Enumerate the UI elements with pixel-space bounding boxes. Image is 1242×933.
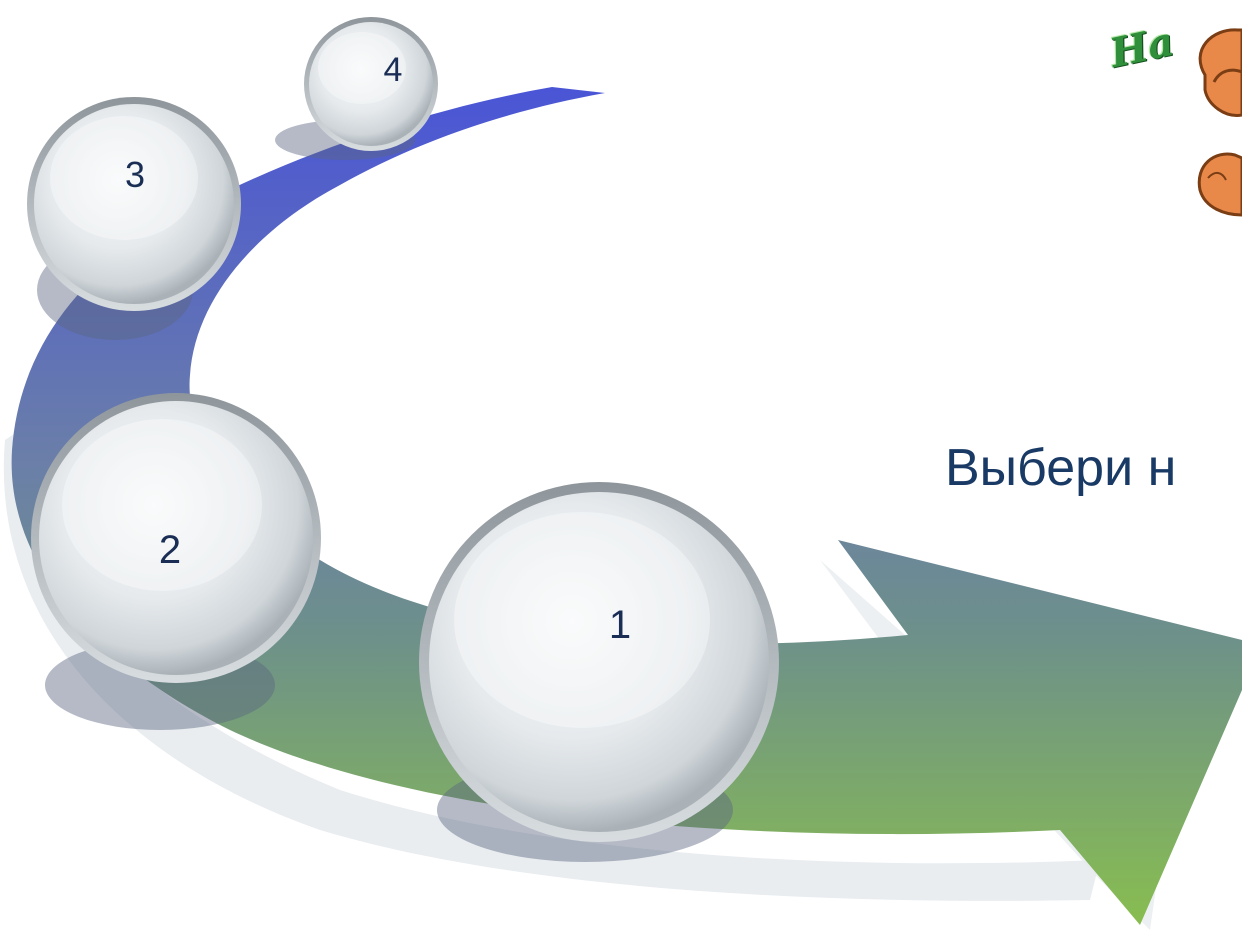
step-1-label: 1 xyxy=(608,603,632,647)
step-2-label: 2 xyxy=(158,528,182,572)
sphere-4[interactable] xyxy=(304,17,438,151)
sphere-1[interactable] xyxy=(419,482,779,842)
cartoon-character xyxy=(1197,28,1242,217)
sphere-3[interactable] xyxy=(27,97,241,311)
step-3-label: 3 xyxy=(124,154,146,195)
step-4-label: 4 xyxy=(383,51,403,89)
instruction-text: Выбери н xyxy=(945,439,1177,497)
curved-arrow xyxy=(11,87,1242,925)
sphere-2[interactable] xyxy=(31,393,321,683)
arrow-shadow xyxy=(3,430,1101,901)
